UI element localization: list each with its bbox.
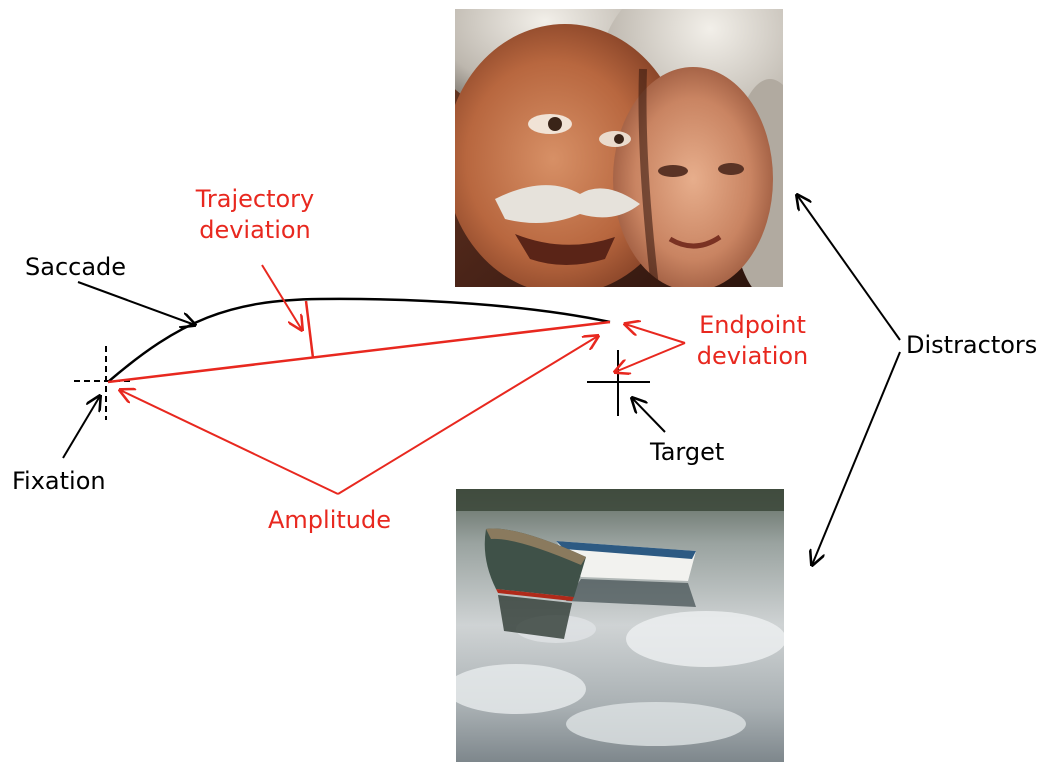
amplitude-label: Amplitude [268,506,391,534]
trajectory-deviation-label-line1: Trajectory [195,185,315,213]
distractors-arrow-top [797,195,901,341]
distractors-label: Distractors [906,331,1038,359]
distractor-photo-boats [456,489,784,762]
trajectory-deviation-arrow [261,264,302,330]
amplitude-arrow-left [120,390,339,495]
fixation-label: Fixation [12,467,106,495]
endpoint-deviation-label: Endpoint deviation [685,310,820,372]
fixation-cross [74,346,130,420]
endpoint-deviation-arrow-down [615,342,686,372]
saccade-arrow [77,281,195,325]
trajectory-deviation-label-line2: deviation [199,216,311,244]
fixation-arrow [62,396,100,459]
endpoint-deviation-label-line2: deviation [696,342,809,370]
trajectory-deviation-label: Trajectory deviation [180,184,330,246]
endpoint-deviation-arrow-up [625,324,686,344]
saccade-trajectory [107,297,611,383]
trajectory-deviation-line [304,300,315,359]
distractors-arrow-bottom [812,351,901,565]
endpoint-deviation-label-line1: Endpoint [699,311,806,339]
amplitude-line [107,320,611,384]
amplitude-arrow-right [337,336,598,495]
saccade-label: Saccade [25,253,127,281]
target-label: Target [650,438,725,466]
target-arrow [632,398,666,433]
distractor-photo-couple [455,9,783,287]
